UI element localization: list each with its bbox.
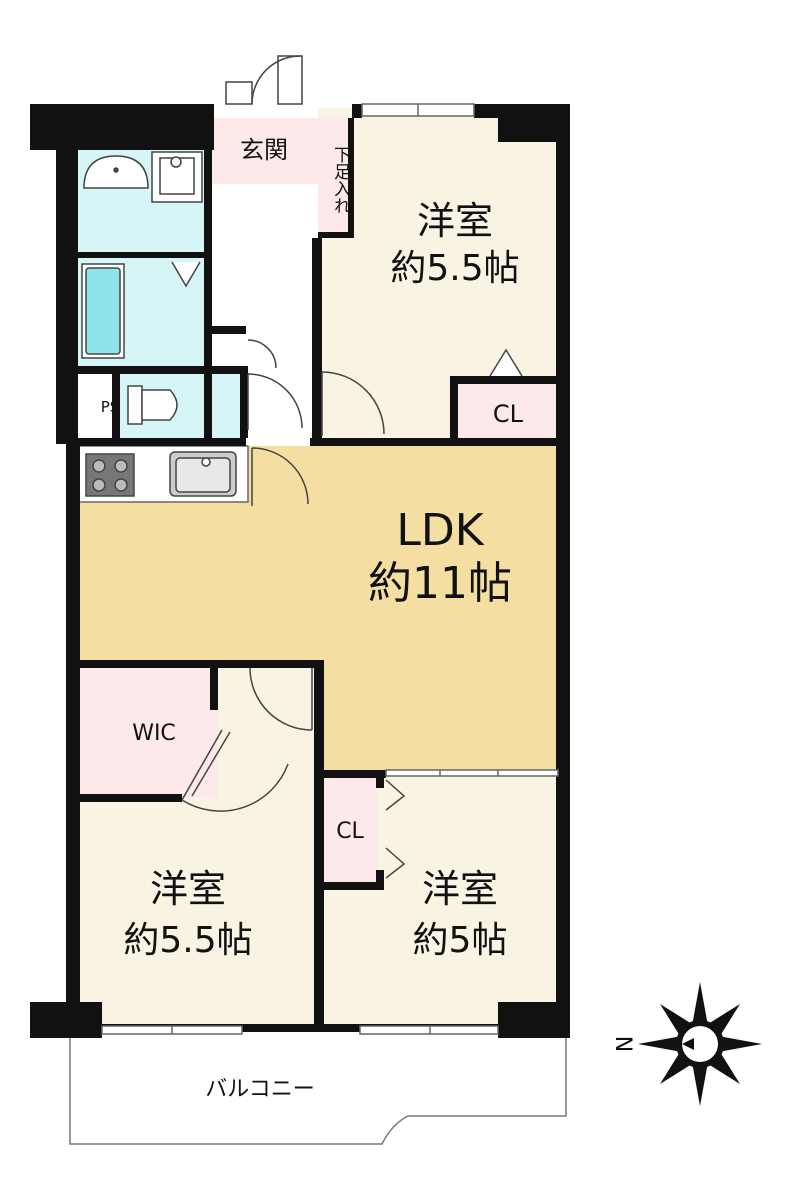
walls [30,104,570,1038]
shoe-closet-label: 下足入れ [330,146,351,214]
interior-doors[interactable] [181,339,523,879]
closet-nw-label: CL [493,400,524,428]
compass-north-label: N [610,1036,635,1052]
western-room-sw-name: 洋室 [150,867,226,911]
balcony-label: バルコニー [205,1077,315,1102]
ps-label: PS [101,398,120,416]
ldk-size: 約11帖 [368,558,512,609]
closet-se-floor [322,778,378,884]
balcony-outline [69,1038,567,1145]
compass-rose-icon [638,982,762,1106]
windows [101,103,559,1035]
entrance-door[interactable] [225,55,303,105]
western-room-se-size: 約5帖 [413,920,508,961]
ldk-name: LDK [396,505,484,556]
fixtures [81,151,237,497]
ldk-floor-lower [322,666,560,772]
western-room-se-name: 洋室 [422,867,498,911]
closet-sw-label: CL [336,819,364,844]
entrance-floor [212,118,318,184]
wic-floor-top [78,666,218,798]
entrance-label: 玄関 [240,136,288,164]
wic-label: WIC [132,721,176,746]
stove-icon [85,453,135,497]
western-room-sw-size: 約5.5帖 [123,920,252,961]
toilet-icon [127,385,143,425]
shoe-closet-floor [318,118,352,238]
western-room-nw-size: 約5.5帖 [390,248,519,289]
closet-nw-floor [456,380,560,438]
western-room-nw-name: 洋室 [417,199,493,243]
